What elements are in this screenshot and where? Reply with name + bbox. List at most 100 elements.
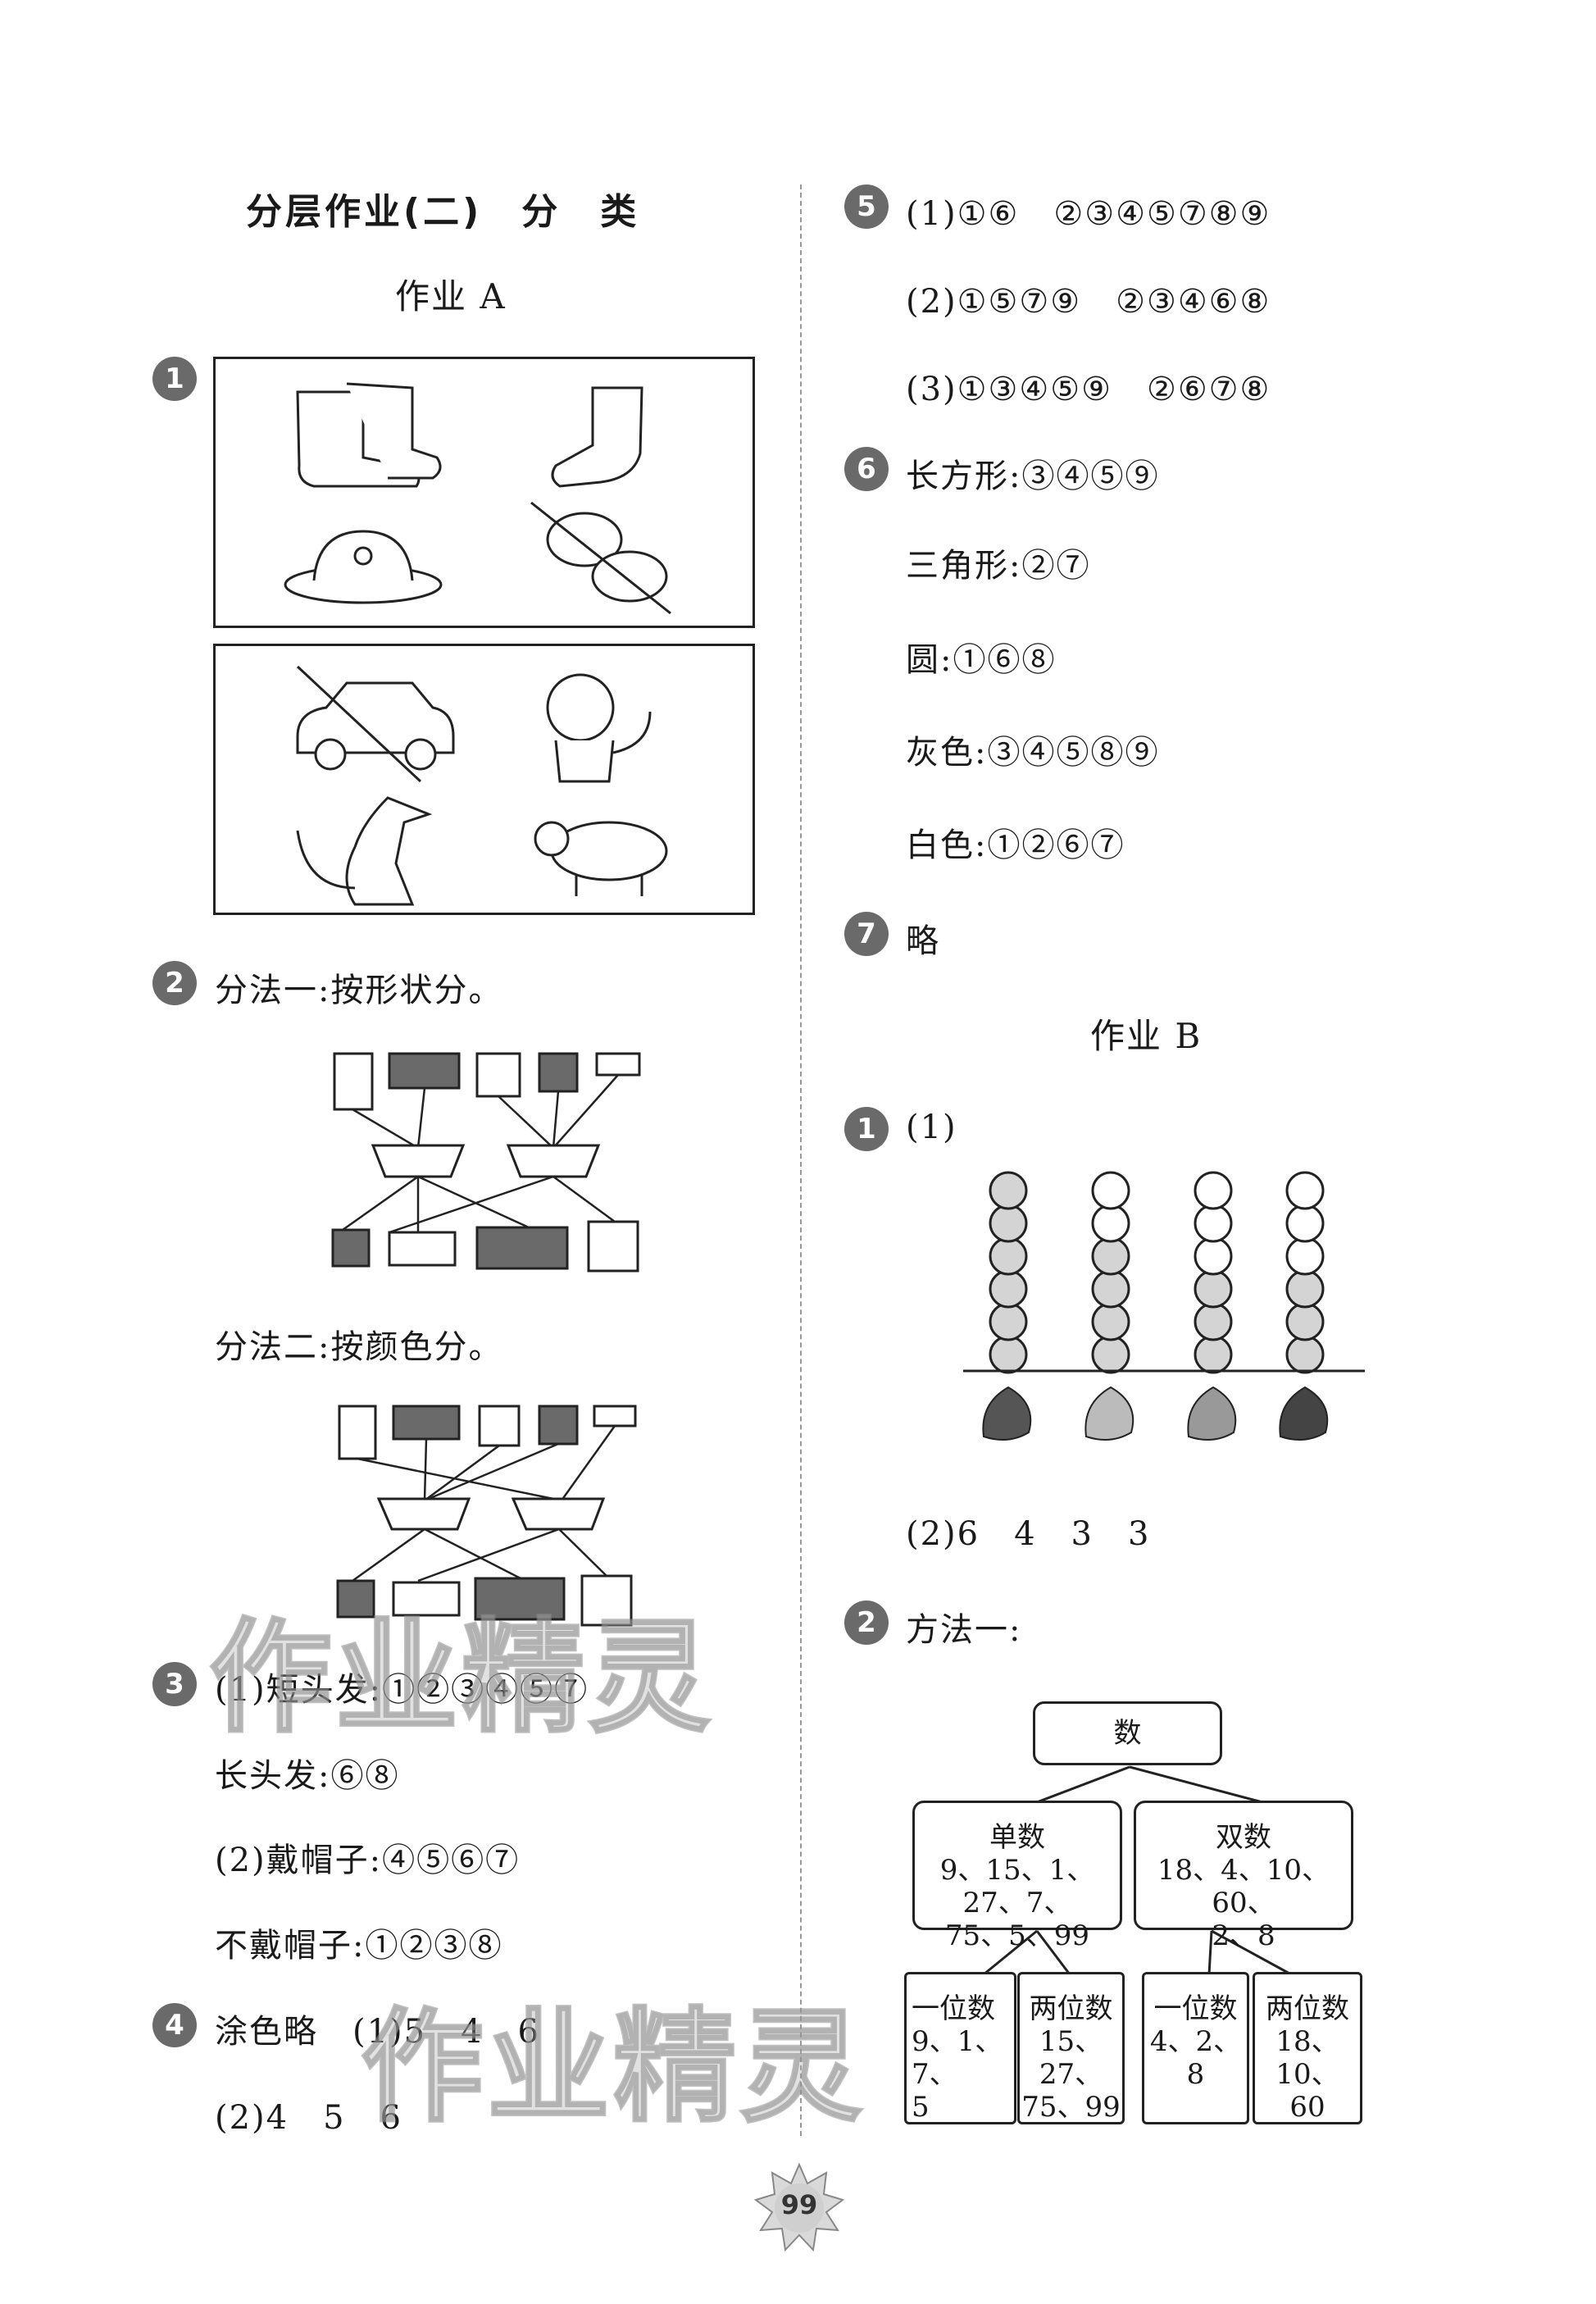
bead-col2-row6: [1091, 1171, 1130, 1210]
q7-answer: 略: [906, 922, 940, 960]
tree-even-one-digit: 一位数 4、2、 8: [1142, 1972, 1249, 2124]
color-sort-diagram: [336, 1405, 637, 1627]
bead-col1-row6: [989, 1171, 1028, 1210]
tree-odd-one-line-2: 5: [912, 2091, 930, 2124]
question-badge-3: 3: [152, 1662, 197, 1706]
q5-line-1: (1)①⑥ ②③④⑤⑦⑧⑨: [906, 195, 1271, 233]
car-crossed-icon: [296, 665, 455, 783]
section-a-heading: 作业 A: [395, 276, 507, 316]
light-leaf-icon: [1084, 1386, 1134, 1441]
bead-col1-row4: [989, 1236, 1028, 1276]
question-badge-1: 1: [152, 357, 197, 401]
q6-line-4: 灰色:③④⑤⑧⑨: [906, 734, 1160, 772]
tree-root: 数: [1033, 1701, 1222, 1765]
q6-line-1: 长方形:③④⑤⑨: [906, 458, 1160, 495]
b2-method-label: 方法一:: [906, 1611, 1022, 1649]
q5-line-3: (3)①③④⑤⑨ ②⑥⑦⑧: [906, 371, 1271, 408]
tree-even-one-line-1: 4、2、: [1149, 2025, 1242, 2058]
bead-col4-row3: [1285, 1269, 1325, 1309]
bead-col3-row1: [1194, 1335, 1233, 1374]
q6-line-2: 三角形:②⑦: [906, 547, 1091, 585]
q3-line-3: (2)戴帽子:④⑤⑥⑦: [215, 1842, 521, 1879]
q4-line-1: 涂色略 (1)5 4 6: [215, 2013, 541, 2051]
bead-col3-row3: [1194, 1269, 1233, 1309]
bead-col2-row3: [1091, 1269, 1130, 1309]
q1-picture-group-top: [213, 357, 755, 628]
kangaroo-icon: [296, 796, 433, 906]
q4-line-2: (2)4 5 6: [215, 2099, 403, 2137]
bead-col2-row5: [1091, 1204, 1130, 1243]
tree-even-two-title: 两位数: [1266, 1992, 1349, 2025]
bead-col2-row4: [1091, 1236, 1130, 1276]
q3-line-1: (1)短头发:①②③④⑤⑦: [215, 1671, 589, 1709]
watermark-1: 作业精灵: [207, 1606, 715, 1751]
tree-odd-two-title: 两位数: [1029, 1992, 1113, 2025]
tree-odd-title: 单数: [989, 1821, 1045, 1854]
tree-odd-node: 单数 9、15、1、27、7、 75、5、99: [912, 1801, 1122, 1952]
question-badge-2: 2: [152, 961, 197, 1005]
tree-even-two-digit: 两位数 18、10、 60: [1253, 1972, 1362, 2124]
tree-odd-two-digit: 两位数 15、27、 75、99: [1017, 1972, 1125, 2124]
tree-even-two-line-1: 18、10、: [1275, 2025, 1339, 2091]
bead-col1-row5: [989, 1204, 1028, 1243]
ginkgo-leaf-icon: [1187, 1386, 1237, 1441]
hat-icon: [284, 530, 443, 604]
bead-col1-row2: [989, 1302, 1028, 1341]
bead-col2-row1: [1091, 1335, 1130, 1374]
q1-picture-group-bottom: [213, 644, 755, 915]
page-number-sun-icon: [753, 2162, 845, 2252]
bead-col3-row4: [1194, 1236, 1233, 1276]
tree-odd-one-line-1: 9、1、7、: [912, 2025, 1003, 2091]
q6-line-5: 白色:①②⑥⑦: [906, 826, 1125, 864]
cat-icon: [546, 673, 652, 783]
tree-odd-line-1: 9、15、1、27、7、: [939, 1854, 1095, 1919]
tree-odd-two-line-2: 75、99: [1021, 2091, 1121, 2124]
section-b-heading: 作业 B: [1090, 1016, 1203, 1056]
tree-even-line-1: 18、4、10、60、: [1157, 1854, 1330, 1919]
tree-even-title: 双数: [1216, 1821, 1271, 1854]
b1-part-1-label: (1): [906, 1109, 957, 1146]
question-badge-b2: 2: [844, 1601, 889, 1645]
bead-col1-row3: [989, 1269, 1028, 1309]
watermark-2: 作业精灵: [359, 1996, 866, 2141]
page-title: 分层作业(二) 分 类: [246, 191, 640, 233]
tree-even-one-line-2: 8: [1186, 2058, 1205, 2091]
bead-col4-row6: [1285, 1171, 1325, 1210]
q3-line-2: 长头发:⑥⑧: [215, 1757, 400, 1795]
tree-even-one-title: 一位数: [1153, 1992, 1238, 2025]
tree-odd-one-digit: 一位数 9、1、7、 5: [904, 1972, 1016, 2124]
tree-connectors: [983, 1765, 1292, 1976]
sock-icon: [551, 386, 643, 488]
tree-root-label: 数: [1113, 1717, 1142, 1750]
tree-odd-one-title: 一位数: [912, 1992, 995, 2025]
question-badge-5: 5: [844, 184, 889, 229]
shape-sort-diagram: [331, 1052, 641, 1273]
bead-col3-row2: [1194, 1302, 1233, 1341]
maple-leaf-icon: [982, 1386, 1032, 1441]
bead-column-chart: [963, 1171, 1365, 1441]
b1-part-2: (2)6 4 3 3: [906, 1515, 1151, 1553]
bead-col4-row5: [1285, 1204, 1325, 1243]
tree-even-two-line-2: 60: [1289, 2091, 1325, 2124]
page-number: 99: [780, 2189, 818, 2220]
bead-col1-row1: [989, 1335, 1028, 1374]
bead-col4-row4: [1285, 1236, 1325, 1276]
question-badge-6: 6: [844, 447, 889, 491]
q2-method-two: 分法二:按颜色分。: [215, 1328, 503, 1366]
long-leaf-icon: [1279, 1386, 1329, 1441]
q5-line-2: (2)①⑤⑦⑨ ②③④⑥⑧: [906, 283, 1271, 321]
tree-even-line-2: 2、8: [1212, 1919, 1275, 1952]
bead-col3-row5: [1194, 1204, 1233, 1243]
question-badge-7: 7: [844, 912, 889, 956]
tree-odd-line-2: 75、5、99: [944, 1919, 1090, 1952]
dog-crossed-icon: [530, 501, 671, 615]
q6-line-3: 圆:①⑥⑧: [906, 641, 1057, 679]
q3-line-4: 不戴帽子:①②③⑧: [215, 1927, 503, 1965]
boots-icon: [296, 382, 442, 488]
column-divider: [800, 184, 802, 2136]
bead-col4-row2: [1285, 1302, 1325, 1341]
sheep-icon: [534, 821, 668, 896]
q2-method-one: 分法一:按形状分。: [215, 972, 503, 1009]
bead-col4-row1: [1285, 1335, 1325, 1374]
bead-col3-row6: [1194, 1171, 1233, 1210]
